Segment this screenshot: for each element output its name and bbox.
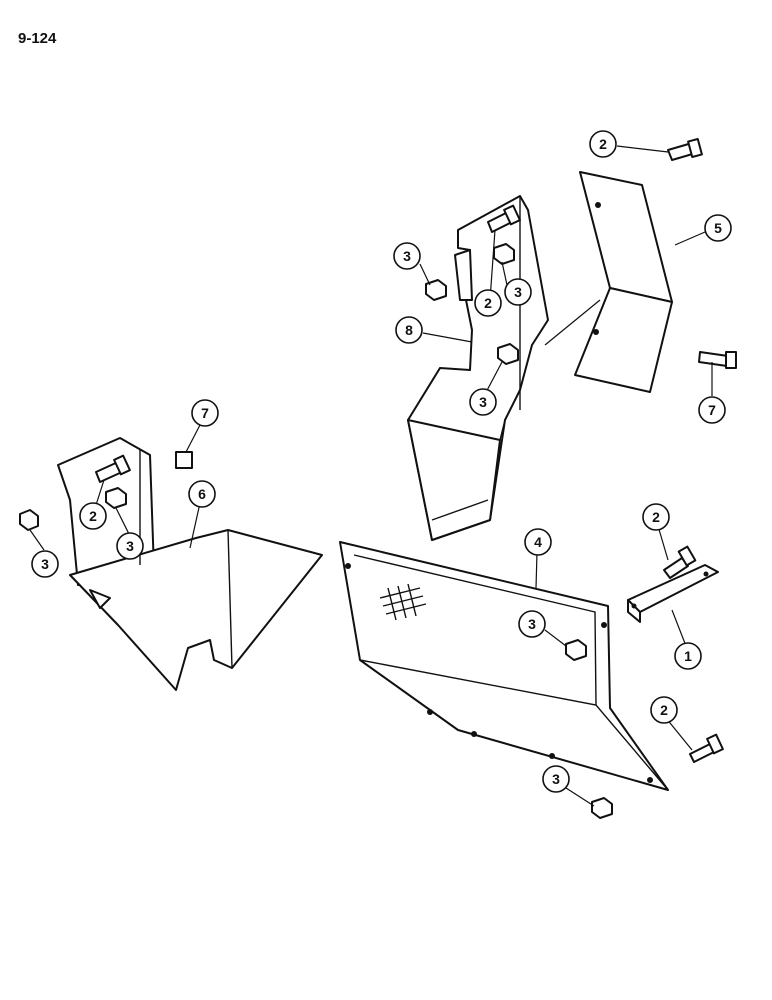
svg-text:3: 3	[552, 771, 560, 787]
svg-text:8: 8	[405, 322, 413, 338]
callout-2-left: 2	[79, 502, 107, 530]
svg-text:2: 2	[484, 295, 492, 311]
bolt-bottom-2	[689, 733, 724, 763]
svg-text:3: 3	[41, 556, 49, 572]
svg-text:2: 2	[652, 509, 660, 525]
svg-text:3: 3	[514, 284, 522, 300]
part-8-bracket	[407, 195, 549, 541]
bolt-mid	[487, 204, 521, 233]
callout-3-pan: 3	[518, 610, 546, 638]
svg-text:6: 6	[198, 486, 206, 502]
callout-2-mid: 2	[474, 289, 502, 317]
bolt-top	[667, 137, 703, 161]
bolt-left-7	[175, 451, 193, 469]
nut-upper-b	[493, 243, 515, 265]
callout-6: 6	[188, 480, 216, 508]
bolt-right-2	[663, 545, 697, 579]
svg-text:4: 4	[534, 534, 542, 550]
callout-7-left: 7	[191, 399, 219, 427]
part-5-cover	[574, 171, 673, 393]
svg-text:7: 7	[201, 405, 209, 421]
nut-upper-a	[425, 279, 447, 301]
nut-pan	[565, 639, 587, 661]
svg-text:7: 7	[708, 402, 716, 418]
nut-left-a	[19, 509, 39, 531]
page-number: 9-124	[18, 30, 57, 47]
nut-bottom	[591, 797, 613, 819]
callout-8: 8	[395, 316, 423, 344]
callout-2-right: 2	[642, 503, 670, 531]
svg-text:5: 5	[714, 220, 722, 236]
svg-text:2: 2	[89, 508, 97, 524]
svg-text:2: 2	[599, 136, 607, 152]
callout-3-left: 3	[116, 532, 144, 560]
svg-text:3: 3	[479, 394, 487, 410]
svg-text:3: 3	[126, 538, 134, 554]
callout-3-bottom: 3	[542, 765, 570, 793]
leader-lines	[29, 145, 713, 807]
callout-3-upper-right: 3	[504, 278, 532, 306]
svg-text:1: 1	[684, 648, 692, 664]
callout-1: 1	[674, 642, 702, 670]
bolt-right-7	[698, 351, 737, 369]
svg-text:3: 3	[403, 248, 411, 264]
mesh-pattern-icon	[379, 583, 427, 621]
callout-2-bottom: 2	[650, 696, 678, 724]
svg-text:2: 2	[660, 702, 668, 718]
bolt-left-2	[95, 454, 131, 483]
callout-2-top: 2	[589, 130, 617, 158]
callout-7-right: 7	[698, 396, 726, 424]
callout-3-far-left: 3	[31, 550, 59, 578]
part-1-angle-bracket	[627, 564, 719, 623]
nut-left-b	[105, 487, 127, 509]
svg-text:3: 3	[528, 616, 536, 632]
callout-3-upper-left: 3	[393, 242, 421, 270]
nut-mid	[497, 343, 519, 365]
callout-3-mid: 3	[469, 388, 497, 416]
part-4-pan	[339, 541, 669, 791]
callout-4: 4	[524, 528, 552, 556]
callout-5: 5	[704, 214, 732, 242]
